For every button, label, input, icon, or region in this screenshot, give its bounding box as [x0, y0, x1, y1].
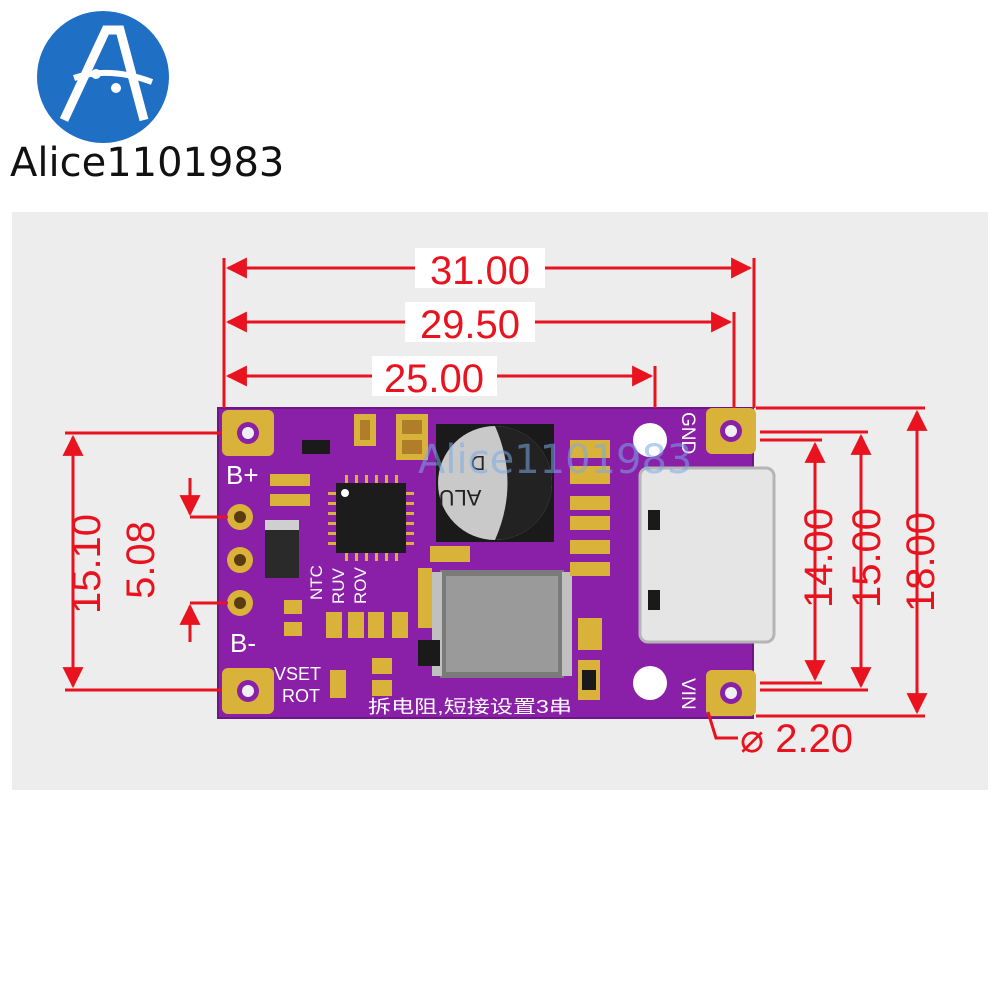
label-b-minus: B-	[230, 628, 256, 658]
dim-label-15: 15.00	[845, 508, 889, 608]
dim-label-5-08: 5.08	[119, 521, 163, 599]
pin-pad-3	[227, 590, 253, 616]
pin-pad-1	[227, 504, 253, 530]
pin-pad-2	[227, 547, 253, 573]
label-rot: ROT	[282, 686, 320, 706]
label-vset: VSET	[274, 664, 321, 684]
pad-vin	[706, 670, 756, 716]
dim-label-25: 25.00	[384, 357, 484, 401]
brand-logo-icon	[37, 11, 169, 143]
electrolytic-capacitor	[436, 424, 554, 542]
capacitor-text-alu: ALU	[439, 485, 482, 510]
dim-label-31: 31.00	[430, 249, 530, 293]
usb-c-connector	[638, 466, 776, 644]
ic-chip	[328, 475, 414, 561]
label-gnd: GND	[677, 412, 698, 454]
mounting-hole-top	[633, 423, 667, 457]
mounting-hole-bottom	[633, 666, 667, 700]
pad-gnd	[706, 408, 756, 454]
label-rov: ROV	[351, 567, 370, 605]
smd-components	[270, 414, 610, 700]
leader-hole-diameter	[706, 711, 738, 740]
dim-label-14: 14.00	[797, 508, 841, 608]
label-b-plus: B+	[226, 460, 259, 490]
brand-name: Alice1101983	[10, 140, 285, 186]
dim-label-29-50: 29.50	[420, 303, 520, 347]
pad-bottom-left	[222, 668, 274, 714]
inductor	[432, 570, 572, 678]
label-ntc: NTC	[307, 565, 326, 600]
dim-label-hole-diameter: ⌀ 2.20	[740, 717, 853, 761]
dim-label-18: 18.00	[899, 512, 943, 612]
capacitor-text-d: D	[471, 451, 485, 473]
dim-label-15-10: 15.10	[65, 514, 109, 614]
pad-top-left	[222, 410, 274, 456]
label-vin: VIN	[677, 678, 698, 710]
label-ruv: RUV	[329, 567, 348, 604]
board-note: 拆电阻,短接设置3串	[368, 697, 572, 717]
